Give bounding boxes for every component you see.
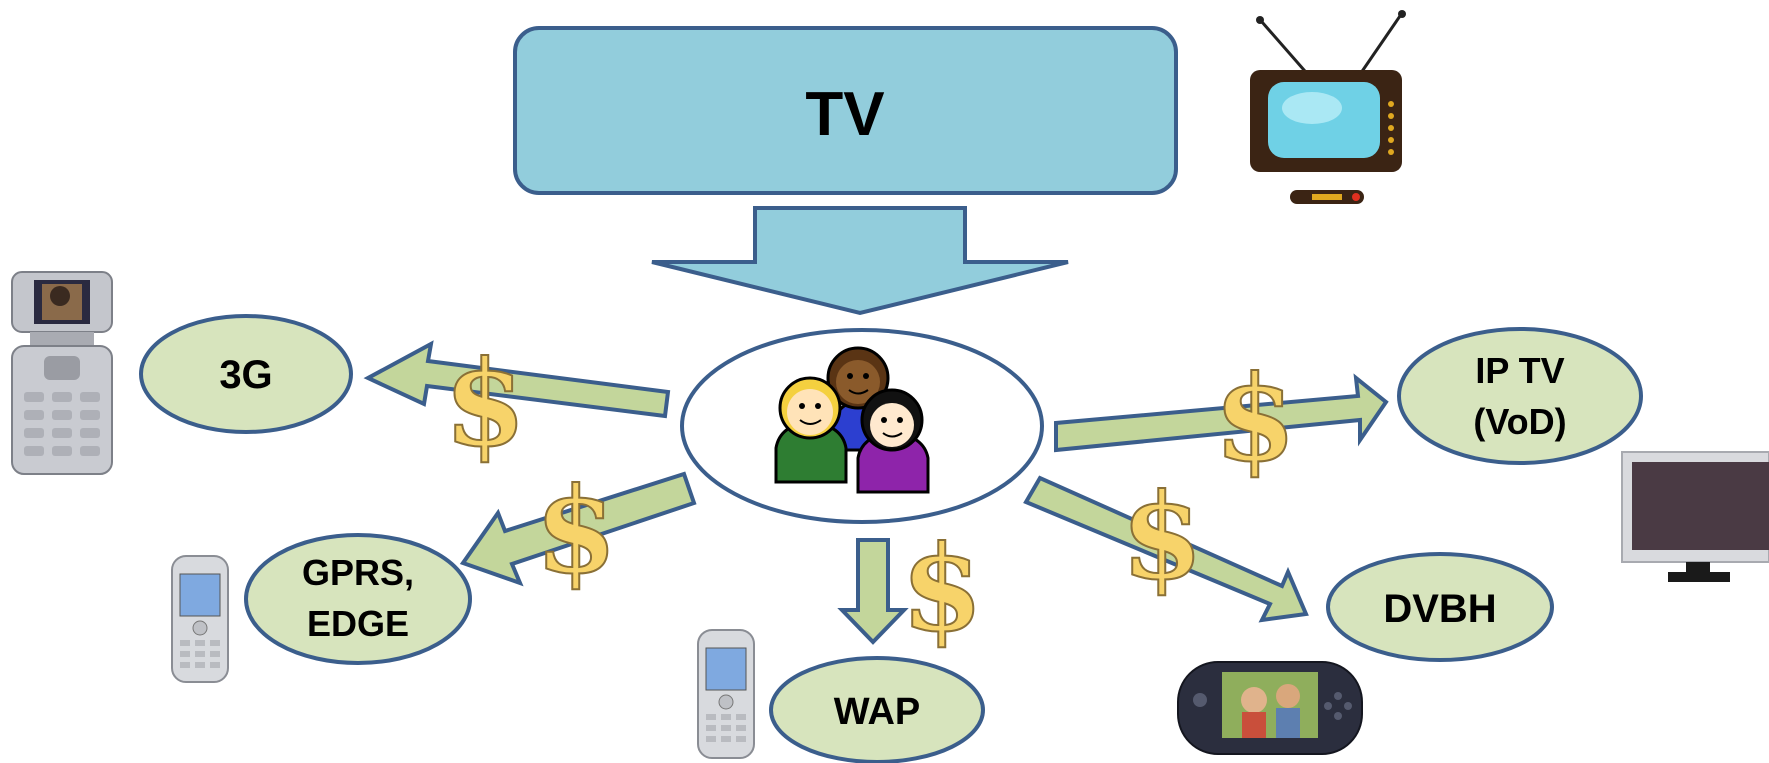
dollar-icon: $: [901, 519, 983, 658]
dollar-icon: $: [535, 461, 617, 600]
edge-hub-to-3g: $: [363, 333, 671, 474]
node-3g: 3G: [139, 314, 353, 434]
node-label-line-1: IP TV: [1475, 350, 1564, 391]
arrow-to-gprs-edge: [459, 471, 697, 587]
dollar-icon: $: [1121, 467, 1203, 606]
node-label: 3G: [219, 353, 272, 397]
edge-hub-to-ip-tv: $: [1054, 348, 1389, 489]
dollar-icon: $: [1214, 349, 1296, 488]
node-ip-tv: IP TV (VoD): [1397, 327, 1643, 465]
node-label: WAP: [834, 691, 921, 733]
edge-hub-to-gprs-edge: $: [459, 460, 697, 601]
flip-phone-icon: [11, 271, 113, 475]
edge-hub-to-dvbh: $: [1023, 466, 1309, 623]
node-label-line-2: (VoD): [1473, 401, 1566, 442]
dollar-icon: $: [444, 334, 526, 473]
source-box: [513, 26, 1178, 195]
node-dvbh: DVBH: [1326, 552, 1554, 662]
node-gprs-edge: GPRS, EDGE: [244, 533, 472, 665]
mobile-phone-icon: [697, 629, 755, 759]
arrow-to-ip-tv: [1054, 373, 1389, 453]
arrow-to-wap: [837, 538, 909, 645]
source-to-hub-arrow: [651, 206, 1069, 316]
arrow-to-dvbh: [1023, 475, 1309, 623]
source-label: TV: [805, 80, 884, 149]
handheld-console-icon: [1177, 661, 1363, 755]
mobile-phone-icon: [171, 555, 229, 683]
edge-hub-to-wap: $: [837, 518, 984, 659]
flat-monitor-icon: [1621, 451, 1769, 582]
node-label-line-1: GPRS,: [302, 552, 414, 593]
people-group-icon: [774, 346, 930, 494]
arrow-to-3g: [363, 340, 671, 419]
node-label: DVBH: [1383, 587, 1496, 631]
node-wap: WAP: [769, 656, 985, 763]
tv-set-icon: [1250, 10, 1406, 204]
node-label-line-2: EDGE: [307, 603, 409, 644]
